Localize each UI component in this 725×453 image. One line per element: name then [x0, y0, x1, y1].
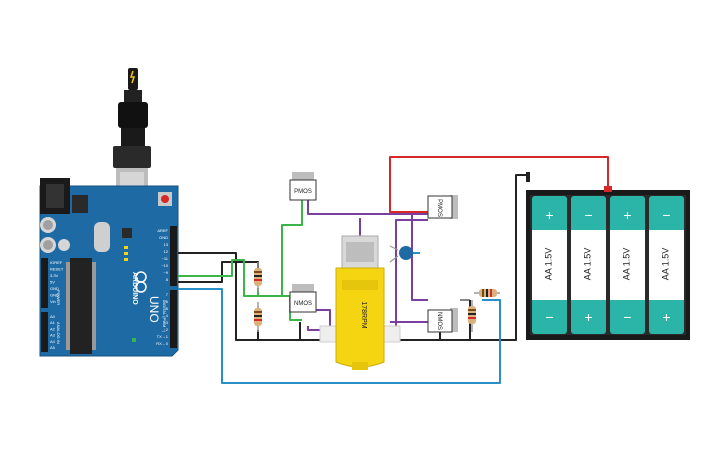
pin-label: ~6	[163, 299, 168, 304]
ceramic-capacitor[interactable]	[389, 245, 413, 263]
pin-label: 13	[164, 242, 169, 247]
pin-label: GND	[50, 286, 59, 291]
battery-terminal-positive	[604, 186, 612, 192]
digital-header-upper	[170, 226, 177, 286]
arduino-logo-icon	[135, 271, 147, 293]
battery-bottom-sign: −	[545, 309, 553, 325]
wire-green-signal-a[interactable]	[178, 259, 258, 297]
pmos-right-label: PMOS	[436, 199, 442, 217]
resistor-left-upper[interactable]	[254, 262, 262, 292]
pin-label: 4	[166, 313, 169, 318]
pin-label: 7	[166, 292, 169, 297]
battery-cell-label: AA 1.5V	[622, 248, 632, 281]
pin-label: TX→1	[157, 334, 169, 339]
analog-label: ANALOG IN	[56, 322, 61, 344]
wire-purple-a[interactable]	[307, 200, 428, 215]
battery-bottom-sign: −	[623, 309, 631, 325]
battery-pack-4xAA[interactable]: + − AA 1.5V − + AA 1.5V + − AA 1.5V − + AA 1.5V	[526, 172, 690, 340]
battery-bottom-sign: +	[662, 309, 670, 325]
pin-label: ~10	[161, 263, 169, 268]
battery-cell: − + AA 1.5V	[571, 196, 606, 334]
battery-bottom-sign: +	[584, 309, 592, 325]
battery-top-sign: +	[623, 207, 631, 223]
wire-blue-signal-b[interactable]	[178, 288, 501, 384]
pin-label: ~5	[163, 306, 168, 311]
power-label: POWER	[56, 290, 61, 305]
voltage-regulator	[72, 195, 88, 213]
pin-label: A1	[50, 320, 56, 325]
pmos-left-label: PMOS	[294, 189, 312, 195]
power-header	[41, 258, 48, 308]
pin-label: A2	[50, 326, 56, 331]
digital-pin-labels: AREF GND 13 12 ~11 ~10 ~9 8	[157, 228, 168, 282]
pmos-left[interactable]: PMOS	[289, 172, 317, 201]
pin-label: ~3	[163, 320, 168, 325]
digital-header-lower	[170, 290, 177, 348]
battery-cell: − + AA 1.5V	[649, 196, 684, 334]
pin-label: ~9	[163, 270, 168, 275]
usb-cable[interactable]	[113, 68, 151, 204]
arduino-uno-board[interactable]: ARDUINO UNO POWER ANALOG IN DIGITAL (PWM…	[39, 68, 179, 357]
pin-label: GND	[159, 235, 168, 240]
arduino-brand-text: ARDUINO	[131, 272, 138, 305]
pin-label: A0	[50, 314, 56, 319]
pin-label: 3.3V	[50, 273, 59, 278]
battery-cell-label: AA 1.5V	[544, 248, 554, 281]
pin-label: IOREF	[50, 260, 63, 265]
nmos-right[interactable]: NMOS	[427, 308, 458, 333]
pin-label: 2	[166, 327, 169, 332]
nmos-right-label: NMOS	[436, 312, 442, 330]
pin-label: A4	[50, 339, 56, 344]
wires	[178, 156, 609, 384]
pin-label: A5	[50, 345, 56, 350]
battery-cell-label: AA 1.5V	[661, 248, 671, 281]
battery-top-sign: −	[584, 207, 592, 223]
wire-red-battery-positive[interactable]	[389, 156, 609, 213]
pin-label: GND	[50, 293, 59, 298]
arduino-model-text: UNO	[147, 296, 161, 323]
pin-label: 12	[164, 249, 169, 254]
battery-cell: + − AA 1.5V	[610, 196, 645, 334]
battery-cell: + − AA 1.5V	[532, 196, 567, 334]
pin-label: Vin	[50, 299, 56, 304]
pin-label: 8	[166, 277, 169, 282]
resistor-left-lower[interactable]	[254, 302, 262, 332]
dc-motor[interactable]: 178RPM	[319, 235, 401, 370]
battery-top-sign: −	[662, 207, 670, 223]
nmos-left[interactable]: NMOS	[289, 284, 317, 313]
pin-label: RESET	[50, 267, 64, 272]
analog-header	[41, 312, 48, 352]
wire-green-gate-pmos[interactable]	[257, 195, 303, 297]
resistor-right-vertical[interactable]	[468, 300, 476, 332]
pin-label: AREF	[157, 228, 168, 233]
digital-lower-pin-labels: 7 ~6 ~5 4 ~3 2TX→1RX←0	[156, 292, 169, 346]
nmos-left-label: NMOS	[294, 301, 312, 307]
battery-top-sign: +	[545, 207, 553, 223]
pin-label: 5V	[50, 280, 55, 285]
lightning-icon	[129, 70, 136, 84]
pin-label: A3	[50, 333, 56, 338]
motor-label: 178RPM	[360, 301, 367, 328]
battery-cell-label: AA 1.5V	[583, 248, 593, 281]
pin-label: RX←0	[156, 341, 169, 346]
resistor-right-horizontal[interactable]	[474, 289, 500, 297]
wire-black-battery-negative[interactable]	[470, 174, 528, 341]
crystal	[94, 222, 110, 252]
pin-label: ~11	[162, 256, 169, 261]
digital-label: DIGITAL (PWM ~)	[162, 300, 167, 333]
pmos-right[interactable]: PMOS	[427, 195, 458, 219]
atmega-chip	[70, 258, 92, 354]
